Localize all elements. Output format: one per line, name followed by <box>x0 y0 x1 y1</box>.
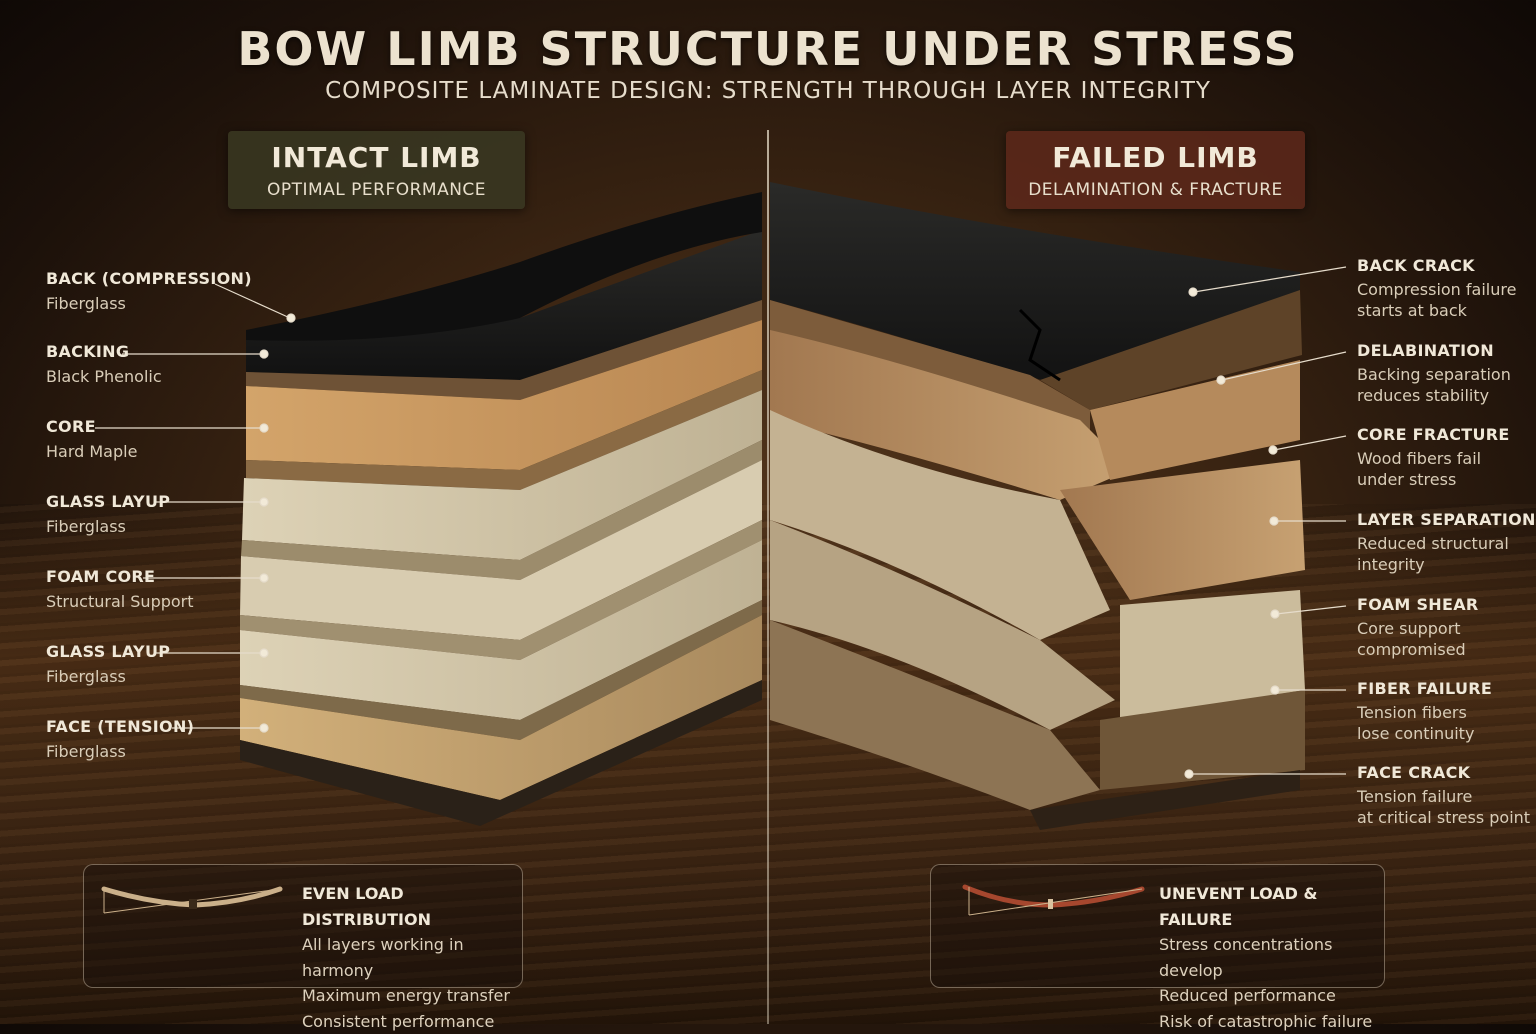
failed-summary-title: UNEVENT LOAD & FAILURE <box>1159 881 1384 932</box>
intact-layer-back: BACK (COMPRESSION) Fiberglass <box>46 268 252 314</box>
intact-layer-foam-core: FOAM CORE Structural Support <box>46 566 194 612</box>
intact-layer-glass-layup-2: GLASS LAYUP Fiberglass <box>46 641 170 687</box>
intact-layer-core: CORE Hard Maple <box>46 416 137 462</box>
failure-layer-separation: LAYER SEPARATION Reduced structural inte… <box>1357 509 1536 575</box>
bow-uneven-load-icon <box>947 883 1147 933</box>
failed-summary-point: Stress concentrations develop <box>1159 932 1384 983</box>
intact-summary-title: EVEN LOAD DISTRIBUTION <box>302 881 522 932</box>
intact-layer-glass-layup-1: GLASS LAYUP Fiberglass <box>46 491 170 537</box>
intact-limb <box>240 192 762 826</box>
failed-limb <box>770 182 1305 830</box>
failed-summary-point: Reduced performance <box>1159 983 1384 1009</box>
bow-even-load-icon <box>100 883 290 933</box>
failed-summary-box: UNEVENT LOAD & FAILURE Stress concentrat… <box>930 864 1385 988</box>
failure-core-fracture: CORE FRACTURE Wood fibers fail under str… <box>1357 424 1510 490</box>
intact-summary-point: Maximum energy transfer <box>302 983 522 1009</box>
failure-foam-shear: FOAM SHEAR Core support compromised <box>1357 594 1479 660</box>
failed-summary-point: Risk of catastrophic failure <box>1159 1009 1384 1034</box>
intact-summary-point: Consistent performance <box>302 1009 522 1034</box>
intact-summary-point: All layers working in harmony <box>302 932 522 983</box>
failure-fiber-failure: FIBER FAILURE Tension fibers lose contin… <box>1357 678 1492 744</box>
failure-delamination: DELABINATION Backing separation reduces … <box>1357 340 1511 406</box>
failure-face-crack: FACE CRACK Tension failure at critical s… <box>1357 762 1530 828</box>
intact-layer-backing: BACKING Black Phenolic <box>46 341 162 387</box>
intact-summary-box: EVEN LOAD DISTRIBUTION All layers workin… <box>83 864 523 988</box>
intact-layer-face: FACE (TENSION) Fiberglass <box>46 716 194 762</box>
failure-back-crack: BACK CRACK Compression failure starts at… <box>1357 255 1516 321</box>
